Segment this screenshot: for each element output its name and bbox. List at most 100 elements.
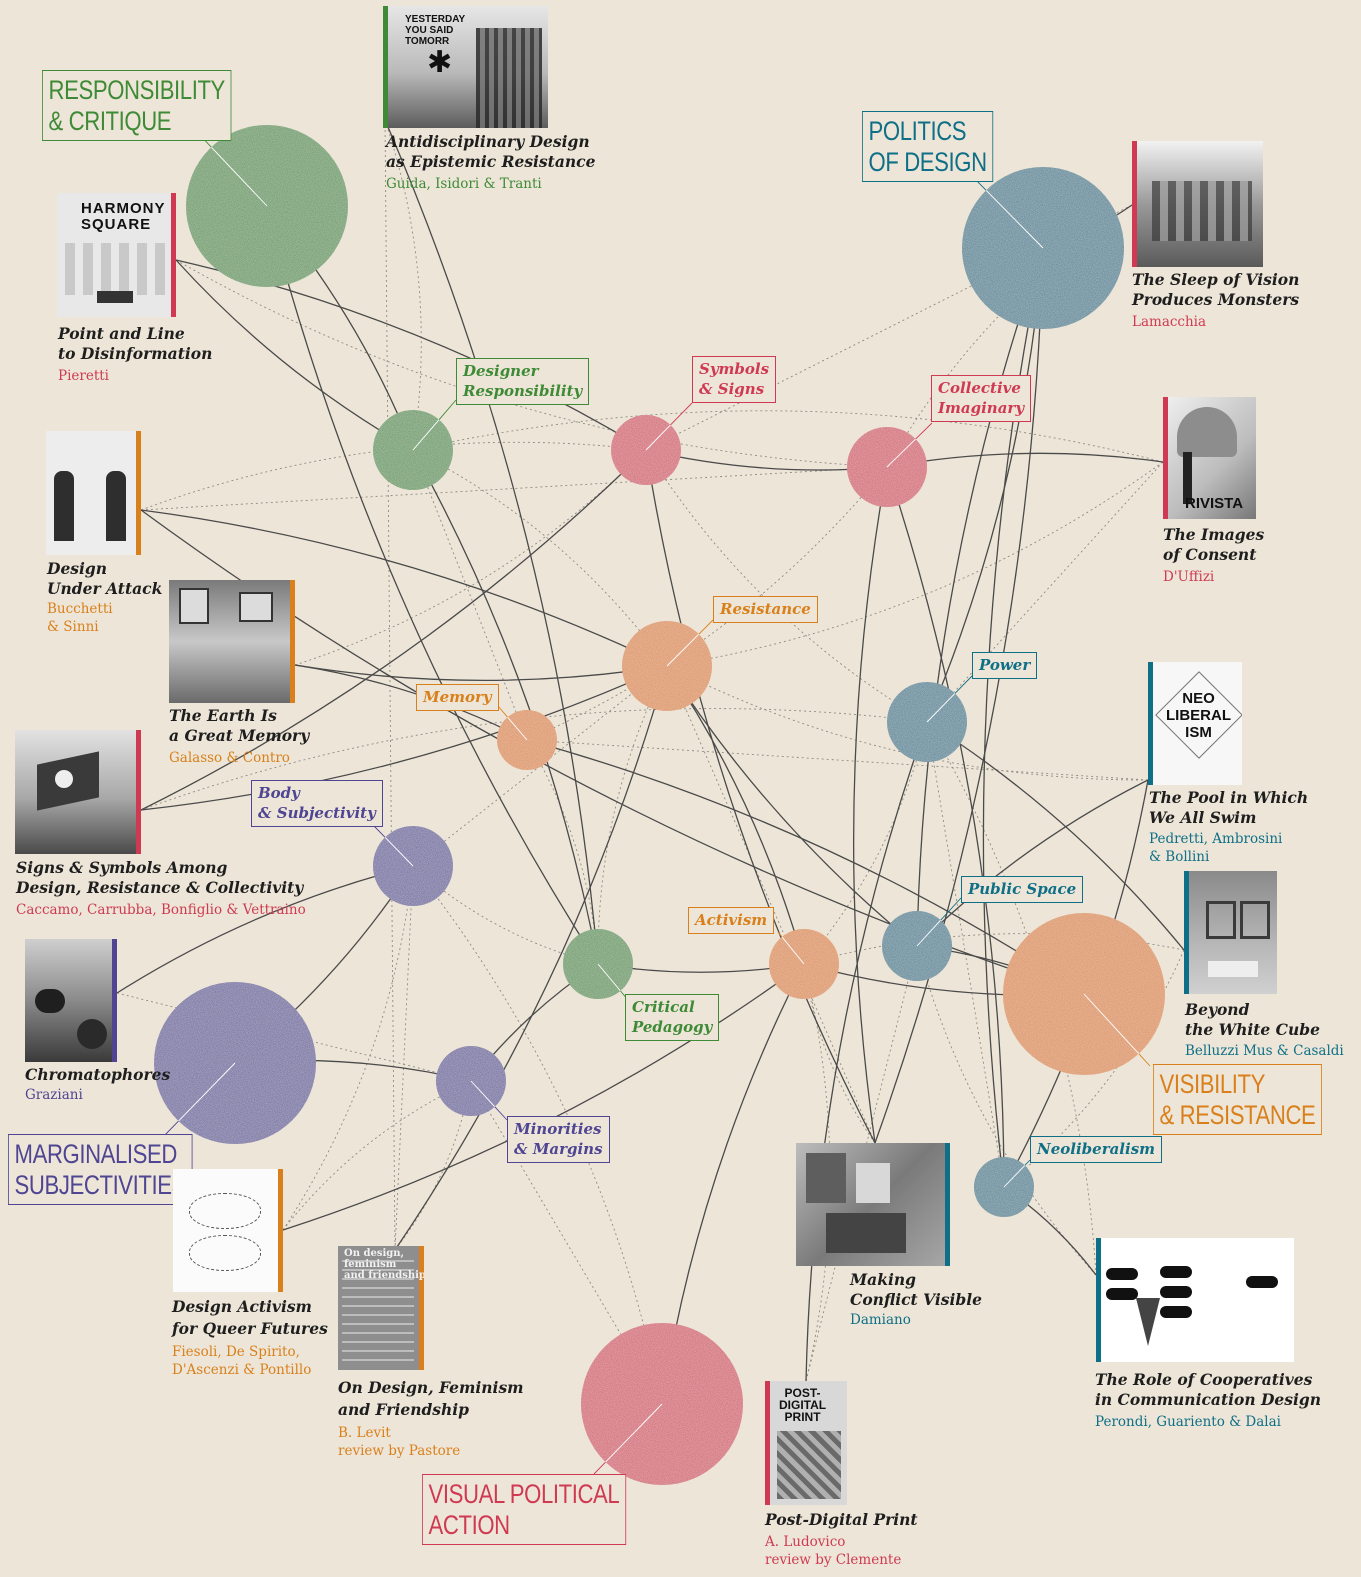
link-dotted bbox=[140, 708, 928, 811]
leader-outer bbox=[777, 931, 783, 938]
article-authors: Fiesoli, De Spirito, D'Ascenzi & Pontill… bbox=[172, 1344, 312, 1378]
article-title: Design Under Attack bbox=[47, 559, 163, 598]
theme-label-designer-responsibility[interactable]: Designer Responsibility bbox=[456, 358, 590, 405]
link-solid bbox=[916, 779, 1149, 947]
leader-outer bbox=[1138, 1053, 1151, 1067]
color-bar bbox=[171, 193, 176, 317]
leader-inner bbox=[645, 424, 671, 451]
link-dotted bbox=[526, 739, 1149, 781]
article-thumbnail[interactable] bbox=[1096, 1238, 1294, 1362]
link-dotted bbox=[526, 739, 599, 965]
category-label-marginalised-subjectivities[interactable]: MARGINALISED SUBJECTIVITIES bbox=[8, 1134, 193, 1205]
leader-inner bbox=[605, 1403, 663, 1463]
article-thumbnail[interactable] bbox=[1184, 871, 1277, 994]
article-title: The Earth Is a Great Memory bbox=[169, 706, 310, 745]
link-solid bbox=[526, 739, 1085, 995]
article-thumbnail[interactable] bbox=[169, 580, 295, 703]
category-label-visual-political-action[interactable]: VISUAL POLITICAL ACTION bbox=[422, 1474, 626, 1545]
article-authors: Belluzzi Mus & Casaldi bbox=[1185, 1043, 1344, 1059]
leader-outer bbox=[497, 705, 508, 718]
article-thumbnail[interactable]: NEO LIBERAL ISM bbox=[1148, 662, 1242, 785]
leader-inner bbox=[886, 438, 916, 468]
theme-label-body-subjectivity[interactable]: Body & Subjectivity bbox=[251, 780, 383, 827]
leader-inner bbox=[384, 837, 414, 867]
theme-label-minorities-margins[interactable]: Minorities & Margins bbox=[507, 1116, 610, 1163]
link-solid bbox=[140, 509, 668, 667]
article-authors: Damiano bbox=[850, 1312, 911, 1328]
leader-inner bbox=[916, 919, 941, 947]
color-bar bbox=[765, 1381, 770, 1505]
leader-inner bbox=[178, 1062, 236, 1122]
article-thumbnail[interactable]: YESTERDAY YOU SAID TOMORR ✱ bbox=[383, 6, 548, 128]
article-thumbnail[interactable] bbox=[1132, 141, 1263, 267]
article-title: Point and Line to Disinformation bbox=[58, 324, 213, 363]
article-authors: Graziani bbox=[25, 1087, 83, 1103]
thumbnail-text: HARMONY SQUARE bbox=[81, 200, 166, 233]
article-authors: Caccamo, Carrubba, Bonfiglio & Vettraino bbox=[16, 902, 306, 918]
theme-label-neoliberalism[interactable]: Neoliberalism bbox=[1030, 1136, 1163, 1163]
theme-label-power[interactable]: Power bbox=[972, 652, 1038, 679]
article-thumbnail[interactable]: HARMONY SQUARE bbox=[57, 193, 176, 317]
article-authors: Perondi, Guariento & Dalai bbox=[1095, 1414, 1281, 1430]
color-bar bbox=[1096, 1238, 1101, 1362]
thumbnail-text: YESTERDAY YOU SAID TOMORR bbox=[405, 14, 466, 47]
color-bar bbox=[112, 939, 117, 1062]
theme-label-resistance[interactable]: Resistance bbox=[713, 596, 818, 623]
leader-inner bbox=[597, 963, 621, 992]
color-bar bbox=[136, 730, 141, 854]
leader-outer bbox=[593, 1461, 606, 1475]
article-title: Signs & Symbols Among Design, Resistance… bbox=[16, 858, 304, 897]
link-dotted bbox=[282, 1080, 472, 1231]
leader-outer bbox=[670, 402, 693, 426]
theme-label-public-space[interactable]: Public Space bbox=[961, 876, 1084, 903]
category-label-visibility-resistance[interactable]: VISIBILITY & RESISTANCE bbox=[1153, 1064, 1322, 1135]
theme-label-memory[interactable]: Memory bbox=[416, 684, 499, 711]
article-thumbnail[interactable] bbox=[15, 730, 141, 854]
category-label-politics-of-design[interactable]: POLITICS OF DESIGN bbox=[862, 111, 994, 182]
leader-outer bbox=[954, 675, 973, 694]
leader-outer bbox=[915, 422, 933, 440]
thumbnail-text: NEO LIBERAL ISM bbox=[1166, 690, 1231, 741]
color-bar bbox=[136, 431, 141, 555]
link-dotted bbox=[666, 665, 876, 1144]
theme-label-collective-imaginary[interactable]: Collective Imaginary bbox=[931, 375, 1032, 422]
article-thumbnail[interactable]: RIVISTA bbox=[1163, 397, 1256, 519]
link-dotted bbox=[384, 119, 396, 1251]
article-thumbnail[interactable] bbox=[796, 1143, 950, 1266]
article-thumbnail[interactable]: POST- DIGITAL PRINT bbox=[765, 1381, 847, 1505]
link-dotted bbox=[526, 466, 888, 741]
leader-inner bbox=[985, 190, 1044, 249]
article-thumbnail[interactable] bbox=[46, 431, 141, 555]
leader-inner bbox=[412, 419, 440, 451]
leader-inner bbox=[507, 716, 528, 741]
leader-outer bbox=[494, 1106, 508, 1121]
link-dotted bbox=[412, 449, 668, 667]
article-authors: Guida, Isidori & Tranti bbox=[386, 176, 542, 192]
link-solid bbox=[916, 247, 1044, 947]
article-title: Chromatophores bbox=[25, 1065, 171, 1084]
link-solid bbox=[886, 466, 1005, 1188]
article-authors: D'Uffizi bbox=[1163, 569, 1215, 585]
color-bar bbox=[945, 1143, 950, 1266]
thumbnail-text: RIVISTA bbox=[1185, 495, 1244, 512]
article-authors: Lamacchia bbox=[1132, 314, 1207, 330]
link-dotted bbox=[886, 204, 1133, 468]
link-solid bbox=[874, 247, 1044, 1144]
leader-inner bbox=[470, 1080, 496, 1108]
article-title: The Images of Consent bbox=[1163, 525, 1265, 564]
article-thumbnail[interactable] bbox=[173, 1169, 283, 1292]
color-bar bbox=[1163, 397, 1168, 519]
theme-label-activism[interactable]: Activism bbox=[688, 907, 775, 934]
link-dotted bbox=[394, 865, 414, 1251]
category-label-responsibility-critique[interactable]: RESPONSIBILITY & CRITIQUE bbox=[42, 70, 232, 141]
link-dotted bbox=[412, 410, 1164, 463]
article-title: Antidisciplinary Design as Epistemic Res… bbox=[386, 132, 596, 171]
article-authors: Pedretti, Ambrosini & Bollini bbox=[1149, 831, 1283, 865]
link-solid bbox=[852, 466, 888, 1144]
theme-label-critical-pedagogy[interactable]: Critical Pedagogy bbox=[625, 994, 720, 1041]
link-dotted bbox=[926, 461, 1164, 723]
article-authors: A. Ludovico review by Clemente bbox=[765, 1534, 902, 1568]
theme-label-symbols-signs[interactable]: Symbols & Signs bbox=[692, 356, 777, 403]
article-thumbnail[interactable] bbox=[25, 939, 117, 1062]
article-thumbnail[interactable]: On design, feminism and friendship bbox=[338, 1246, 424, 1370]
